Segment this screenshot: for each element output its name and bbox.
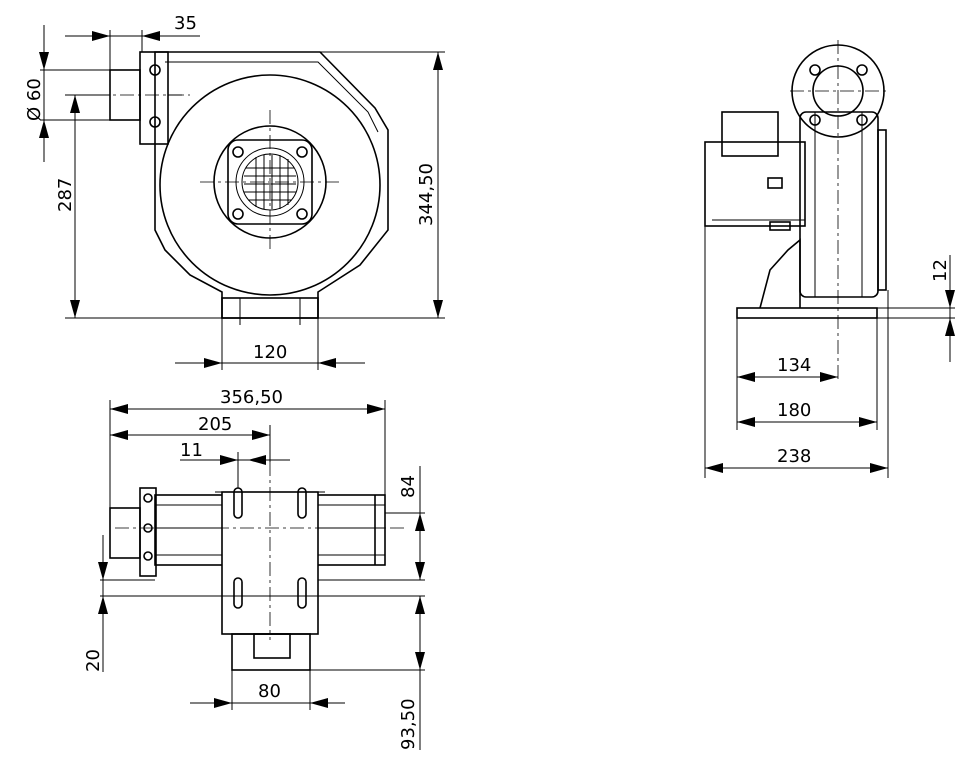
mount-slot-icon bbox=[233, 487, 307, 609]
mount-bolt-icon bbox=[232, 146, 308, 220]
dim-total-height: 344,50 bbox=[416, 163, 437, 226]
side-housing bbox=[799, 111, 879, 298]
top-view: 356,50 205 11 84 20 93,50 80 bbox=[83, 387, 425, 750]
dim-total-width: 238 bbox=[777, 446, 811, 467]
top-inlet-pipe bbox=[109, 507, 141, 559]
dim-base-thickness: 12 bbox=[930, 259, 951, 282]
terminal-box bbox=[721, 111, 779, 157]
dim-slot-spacing: 84 bbox=[398, 475, 419, 498]
housing-inner-line bbox=[165, 61, 379, 133]
dim-outlet-width: 80 bbox=[258, 681, 281, 702]
dim-inlet-height: 287 bbox=[55, 178, 76, 212]
dim-slot-offset: 11 bbox=[180, 440, 203, 461]
outlet-bolt-icon bbox=[809, 64, 868, 126]
dim-base-width: 120 bbox=[253, 342, 287, 363]
support-bracket bbox=[759, 238, 801, 309]
dim-total-length: 356,50 bbox=[220, 387, 283, 408]
dim-base-length: 180 bbox=[777, 400, 811, 421]
dim-center-offset: 134 bbox=[777, 355, 811, 376]
dim-depth: 93,50 bbox=[398, 698, 419, 750]
dim-flange-width: 35 bbox=[174, 13, 197, 34]
top-flange-bolt-icon bbox=[143, 493, 153, 561]
side-base-plate bbox=[736, 307, 878, 319]
side-view: 12 134 180 238 bbox=[704, 40, 955, 478]
flange-bolt-icon bbox=[149, 64, 161, 128]
dim-inlet-diameter: Ø 60 bbox=[24, 78, 45, 121]
top-outlet bbox=[231, 633, 311, 671]
front-view: 35 Ø 60 287 344,50 120 bbox=[24, 13, 445, 370]
dim-outlet-offset: 20 bbox=[83, 649, 104, 672]
base-foot bbox=[221, 297, 319, 319]
volute-circle bbox=[159, 74, 381, 296]
motor-body bbox=[704, 141, 806, 227]
dim-inlet-to-center: 205 bbox=[198, 414, 232, 435]
